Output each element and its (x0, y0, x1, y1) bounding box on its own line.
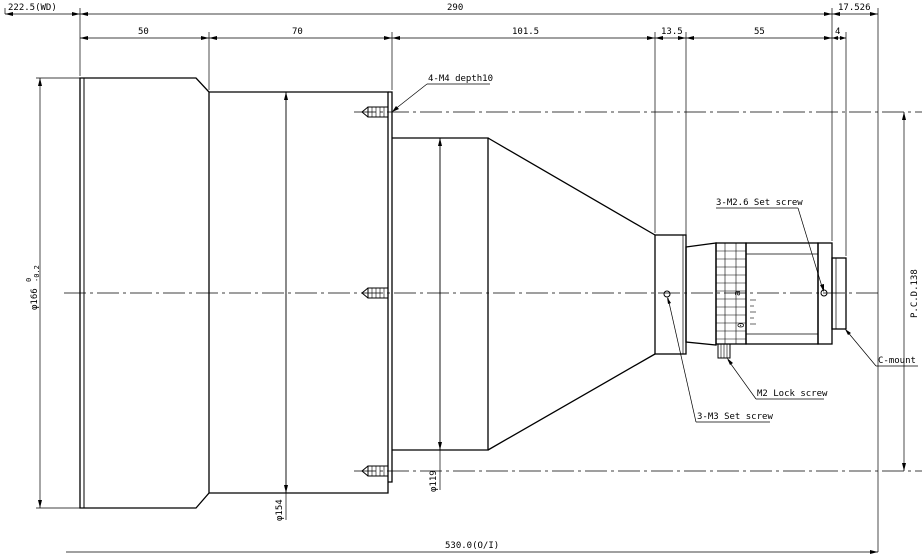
dim-dia-154: φ154 (275, 499, 285, 521)
callout-m3: 3-M3 Set screw (697, 412, 773, 422)
dim-seg-55: 55 (754, 27, 765, 37)
callout-cmount: C-mount (878, 356, 916, 366)
svg-text:0: 0 (737, 323, 747, 328)
callout-m3-leader (667, 297, 770, 423)
barrel-outline (209, 91, 389, 494)
dim-seg-101-5: 101.5 (512, 27, 539, 37)
focus-ring-outline (685, 242, 717, 346)
rear-section-outline (817, 242, 833, 345)
mount-flange-outline (388, 91, 393, 483)
dim-wd: 222.5(WD) (8, 3, 57, 13)
callout-m26: 3-M2.6 Set screw (716, 198, 803, 208)
dim-seg-70: 70 (292, 27, 303, 37)
dia-119-dimension-line (438, 138, 442, 490)
overall-dimension-line (66, 550, 878, 554)
callout-m4: 4-M4 depth10 (428, 74, 493, 84)
dim-dia-166: φ166 (30, 288, 40, 310)
pcd-dimension-line (902, 112, 906, 471)
dim-seg-50: 50 (138, 27, 149, 37)
dim-dia-166-tol-upper: 0 (25, 278, 33, 282)
callout-m2-leader (727, 358, 824, 400)
knurl-hatching (716, 243, 746, 344)
c-mount-thread (831, 257, 847, 330)
dim-dia-119: φ119 (429, 470, 439, 492)
dim-dia-166-tol-lower: -0.2 (33, 265, 41, 282)
callout-m4-leader (392, 83, 490, 112)
dia-166-dimension-line (36, 77, 80, 509)
dim-seg-13-5: 13.5 (661, 27, 683, 37)
small-section-outline (654, 234, 687, 355)
top-dimension-lines (4, 8, 879, 552)
m3-set-screw-hole (663, 290, 671, 298)
m2-lock-screw-knob (717, 343, 731, 359)
dim-back-offset: 17.526 (838, 3, 871, 13)
callout-m26-leader (716, 207, 824, 292)
dim-seg-4: 4 (835, 27, 840, 37)
dia-154-dimension-line (284, 92, 288, 520)
dim-overall: 530.0(O/I) (445, 541, 499, 551)
cone-outline (487, 137, 656, 451)
scale-ring-outline (745, 242, 819, 345)
callout-cmount-leader (845, 329, 918, 367)
dim-pcd: P.C.D.138 (910, 269, 920, 318)
callout-m2: M2 Lock screw (757, 389, 828, 399)
dim-total-length: 290 (447, 3, 463, 13)
